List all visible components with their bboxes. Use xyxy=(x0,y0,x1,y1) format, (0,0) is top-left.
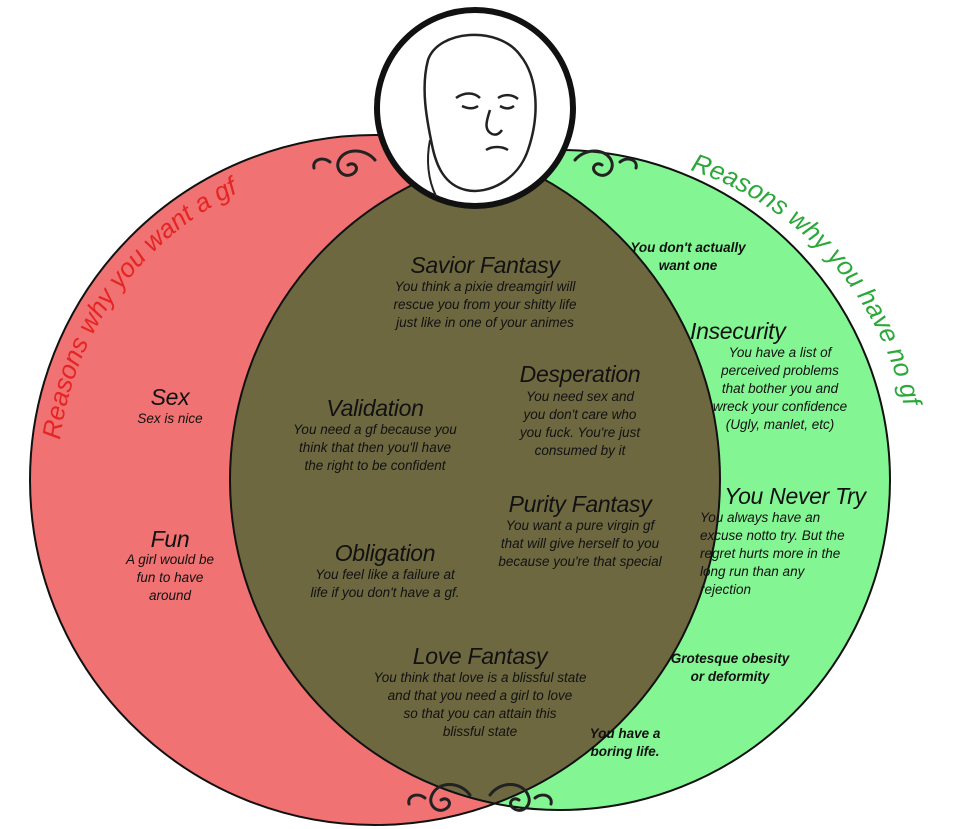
overlap-region xyxy=(230,150,720,810)
obligation-title: Obligation xyxy=(334,540,436,566)
sex-text: Sex is nice xyxy=(137,411,203,426)
scroll-ornament-icon xyxy=(573,149,638,177)
love-fantasy-title: Love Fantasy xyxy=(412,643,548,669)
scroll-ornament-icon xyxy=(312,149,377,177)
sex-title: Sex xyxy=(150,384,190,410)
fun-title: Fun xyxy=(150,526,190,552)
validation-title: Validation xyxy=(326,395,424,421)
scroll-ornament-icon xyxy=(407,783,553,812)
insecurity-title: Insecurity xyxy=(690,318,786,344)
purity-fantasy-title: Purity Fantasy xyxy=(508,491,652,517)
desperation-title: Desperation xyxy=(519,361,641,387)
you-never-try-title: You Never Try xyxy=(724,483,866,509)
savior-fantasy-title: Savior Fantasy xyxy=(410,252,560,278)
wojak-face-icon xyxy=(374,7,576,209)
